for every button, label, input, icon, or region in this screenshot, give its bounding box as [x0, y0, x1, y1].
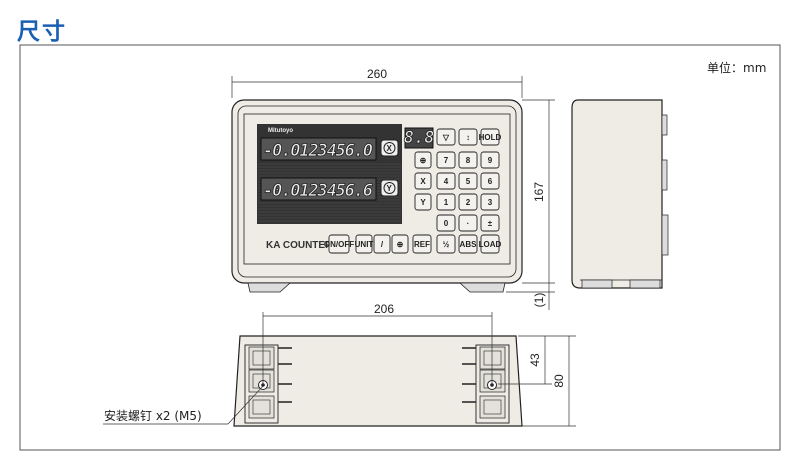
key-button[interactable]: ⊕: [391, 234, 409, 254]
key-button[interactable]: X: [414, 172, 432, 190]
svg-text:↕: ↕: [466, 133, 470, 142]
key-button[interactable]: ABS: [458, 234, 478, 254]
display-x-value: -0.0123456.0: [263, 141, 373, 161]
key-button[interactable]: 7: [436, 151, 456, 169]
bottom-dimensions: 206 43 80 安装螺钉 x2 (M5): [103, 302, 576, 427]
axis-x-button[interactable]: X: [380, 139, 399, 157]
key-button[interactable]: 8: [458, 151, 478, 169]
svg-text:X: X: [420, 177, 426, 186]
svg-text:ABS: ABS: [460, 240, 478, 249]
svg-text:7: 7: [444, 156, 449, 165]
svg-text:·: ·: [467, 219, 470, 228]
svg-text:Y: Y: [387, 184, 393, 193]
mount-bracket: [244, 344, 292, 424]
svg-text:5: 5: [466, 177, 471, 186]
svg-text:½: ½: [443, 240, 450, 249]
key-button[interactable]: /: [373, 234, 391, 254]
svg-text:0: 0: [444, 219, 449, 228]
unit-label: 单位：mm: [707, 60, 766, 75]
dim-width: 260: [367, 67, 387, 81]
key-button[interactable]: ½: [436, 234, 456, 254]
brand-logo: Mitutoyo: [268, 128, 293, 134]
key-button[interactable]: 5: [458, 172, 478, 190]
svg-text:/: /: [381, 240, 384, 249]
section-title: 尺寸: [17, 19, 67, 45]
svg-text:ON/OFF: ON/OFF: [324, 240, 354, 249]
dim-mount-depth: 43: [528, 353, 542, 367]
key-button[interactable]: ↕: [458, 128, 478, 146]
key-button[interactable]: 1: [436, 193, 456, 211]
key-button[interactable]: UNIT: [355, 234, 374, 254]
svg-text:±: ±: [488, 219, 493, 228]
svg-text:LOAD: LOAD: [479, 240, 502, 249]
side-view: [571, 99, 669, 289]
svg-text:6: 6: [488, 177, 493, 186]
key-button[interactable]: Y: [414, 193, 432, 211]
dim-foot: (1): [532, 293, 546, 308]
dim-mount-spacing: 206: [374, 302, 394, 316]
key-button[interactable]: 6: [480, 172, 500, 190]
svg-text:UNIT: UNIT: [355, 240, 374, 249]
key-button[interactable]: ▽: [436, 128, 456, 146]
front-view: Mitutoyo -0.0123456.0 -0.0123456.6 X Y K…: [231, 99, 523, 293]
svg-text:REF: REF: [414, 240, 430, 249]
axis-y-button[interactable]: Y: [380, 179, 399, 197]
drawing-frame: [19, 44, 781, 451]
key-button[interactable]: ON/OFF: [324, 234, 354, 254]
svg-text:8: 8: [466, 156, 471, 165]
svg-text:HOLD: HOLD: [479, 133, 502, 142]
dim-height: 167: [532, 182, 546, 202]
key-button[interactable]: ·: [458, 214, 478, 232]
svg-text:⊕: ⊕: [397, 240, 404, 249]
svg-text:4: 4: [444, 177, 449, 186]
key-button[interactable]: 2: [458, 193, 478, 211]
key-button[interactable]: 3: [480, 193, 500, 211]
svg-text:X: X: [387, 144, 393, 153]
svg-text:3: 3: [488, 198, 493, 207]
key-button[interactable]: REF: [412, 234, 432, 254]
axis-status-display: 8.8: [403, 127, 435, 149]
front-dimensions: 260 167 (1): [231, 67, 555, 310]
mount-screw-note: 安装螺钉 x2 (M5): [104, 408, 202, 423]
key-button[interactable]: ±: [480, 214, 500, 232]
model-label: KA COUNTER: [266, 240, 333, 251]
key-button[interactable]: 0: [436, 214, 456, 232]
display-y-value: -0.0123456.6: [263, 181, 373, 201]
svg-text:2: 2: [466, 198, 471, 207]
svg-text:Y: Y: [420, 198, 426, 207]
key-button[interactable]: 9: [480, 151, 500, 169]
key-button[interactable]: ⊕: [414, 151, 432, 169]
svg-text:8.8: 8.8: [404, 128, 435, 148]
svg-text:9: 9: [488, 156, 493, 165]
svg-text:1: 1: [444, 198, 449, 207]
svg-text:▽: ▽: [442, 133, 450, 142]
svg-text:⊕: ⊕: [420, 156, 427, 165]
key-button[interactable]: LOAD: [479, 234, 502, 254]
bottom-view: [233, 335, 523, 427]
dim-depth: 80: [552, 374, 566, 388]
key-button[interactable]: 4: [436, 172, 456, 190]
key-button[interactable]: HOLD: [479, 128, 502, 146]
